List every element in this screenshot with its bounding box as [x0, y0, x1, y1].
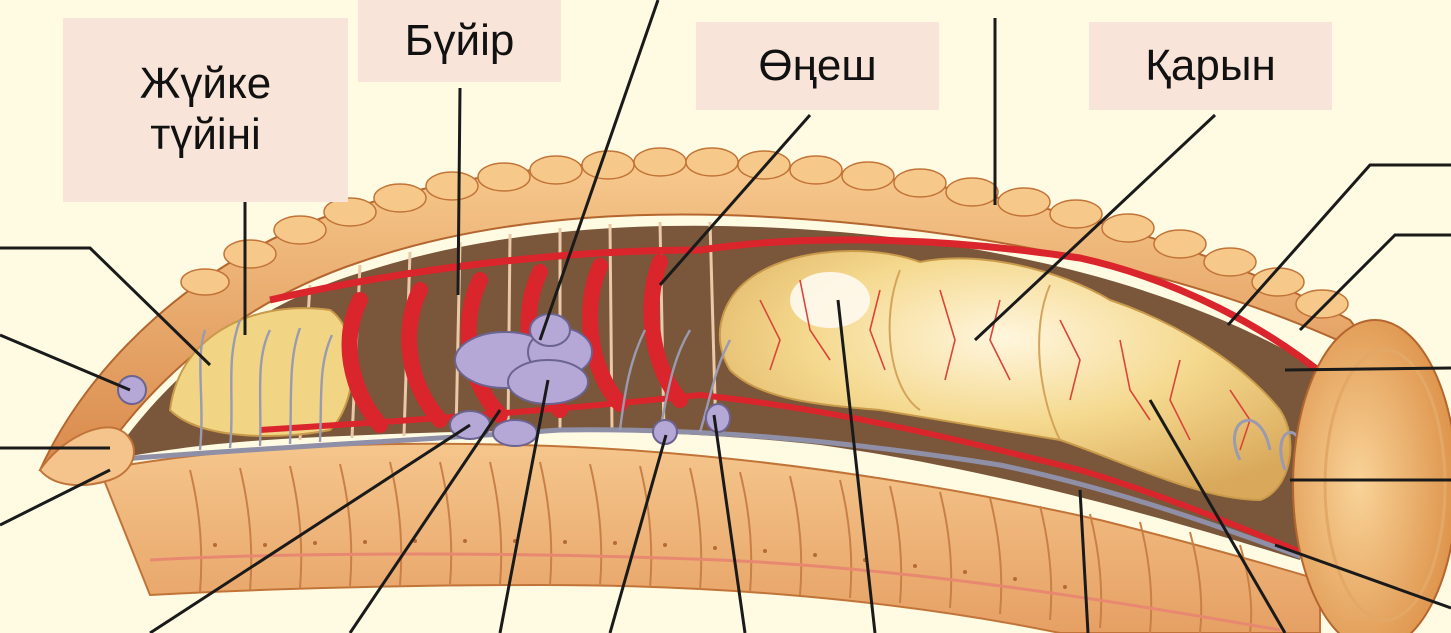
label-nerve-ganglion-line2: түйіні	[140, 110, 271, 161]
label-stomach-text: Қарын	[1145, 41, 1276, 92]
label-nerve-ganglion: Жүйке түйіні	[63, 18, 348, 202]
label-kidney: Бүйір	[358, 0, 561, 82]
label-stomach: Қарын	[1089, 22, 1332, 110]
label-nerve-ganglion-line1: Жүйке	[140, 59, 271, 110]
prostomium	[40, 427, 134, 485]
label-kidney-text: Бүйір	[405, 16, 515, 67]
label-esophagus: Өңеш	[696, 22, 939, 110]
label-esophagus-text: Өңеш	[758, 41, 876, 92]
worm-body	[40, 148, 1451, 633]
